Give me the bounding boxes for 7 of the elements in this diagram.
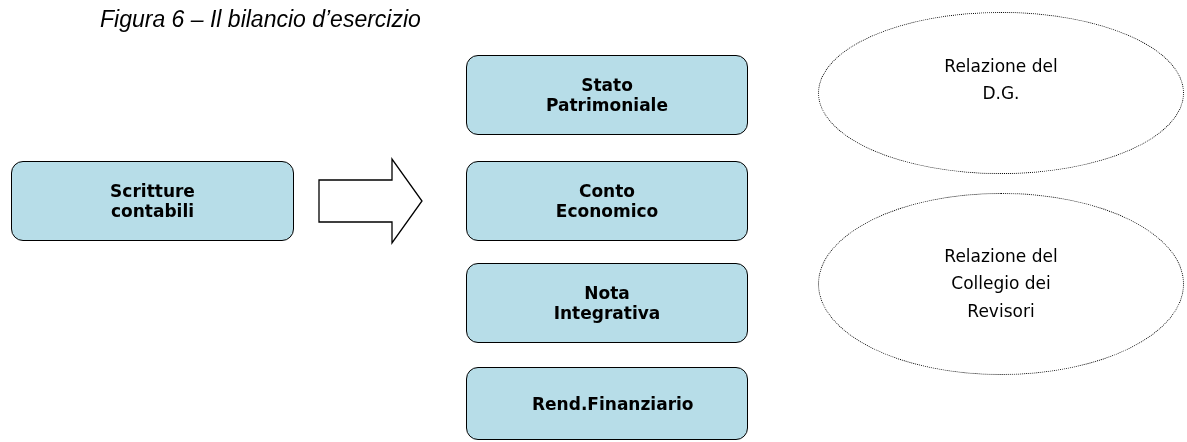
block-arrow [318,156,423,246]
rounded-box: Conto Economico [466,161,748,241]
rounded-box: Stato Patrimoniale [466,55,748,135]
figure-title: Figura 6 – Il bilancio d’esercizio [100,6,421,33]
rounded-box: Nota Integrativa [466,263,748,343]
rounded-box: Scritture contabili [11,161,294,241]
rounded-box: Rend.Finanziario [466,367,748,440]
